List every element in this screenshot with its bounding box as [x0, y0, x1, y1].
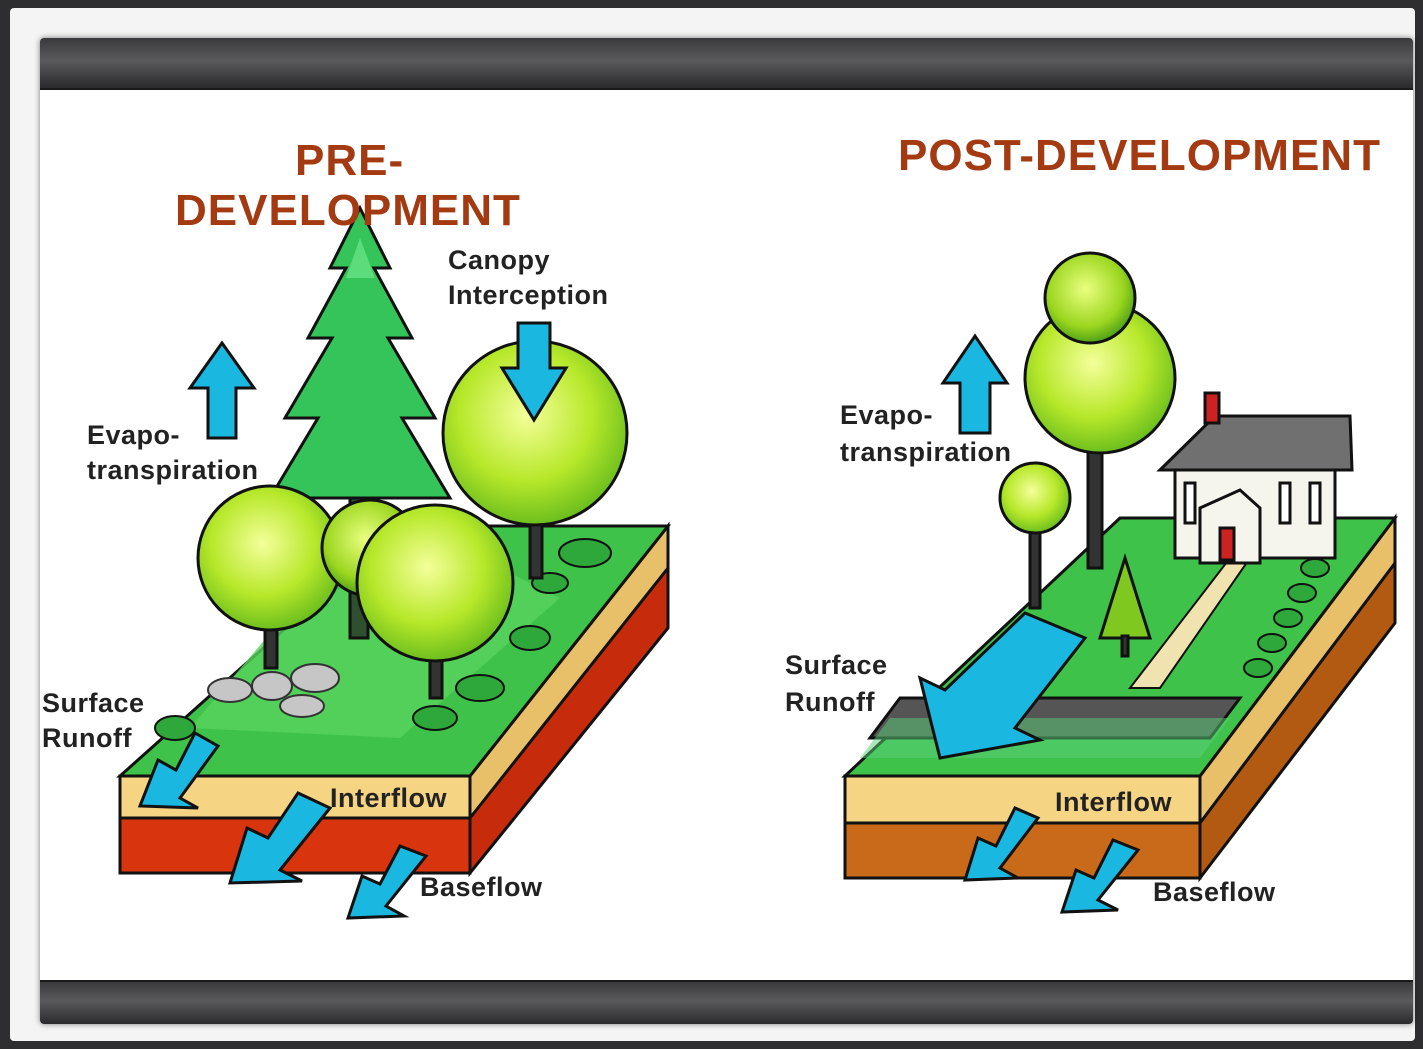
- post-arrows: [917, 333, 1141, 914]
- post-evapo-arrow-up: [940, 333, 1010, 435]
- post-runoff-label-line2: Runoff: [785, 687, 875, 717]
- evapo-arrow-up: [187, 340, 257, 440]
- post-development-landscape: [841, 251, 1399, 914]
- post-runoff-label-line1: Surface: [785, 650, 888, 680]
- canopy-arrow-down: [499, 321, 569, 423]
- pre-baseflow-label: Baseflow: [420, 872, 543, 902]
- canopy-label-line1: Canopy: [448, 245, 551, 275]
- top-bar-divider: [40, 88, 1413, 90]
- pre-runoff-label-line2: Runoff: [42, 723, 132, 753]
- pre-evapo-label-line1: Evapo-: [87, 420, 181, 450]
- post-baseflow-label: Baseflow: [1153, 877, 1276, 907]
- bottom-bar-divider: [40, 980, 1413, 982]
- slide-top-bar: [40, 38, 1413, 88]
- hedge: [1243, 558, 1330, 678]
- hydrology-illustration: [116, 204, 1399, 920]
- rocks: [207, 663, 340, 718]
- pre-title-line1: PRE-: [295, 136, 405, 185]
- post-baseflow-arrow: [1059, 838, 1141, 914]
- pre-development-landscape: [116, 204, 672, 920]
- pre-evapo-label-line2: transpiration: [87, 455, 259, 485]
- deciduous-trees: [196, 339, 629, 700]
- post-runoff-arrow: [917, 611, 1088, 760]
- pre-interflow-label: Interflow: [330, 783, 447, 813]
- pre-arrows: [137, 321, 569, 920]
- post-evapo-label-line2: transpiration: [840, 437, 1012, 467]
- slide: PRE- DEVELOPMENT Canopy Interception Eva…: [40, 38, 1413, 1024]
- post-title: POST-DEVELOPMENT: [898, 131, 1381, 180]
- pre-runoff-label-line1: Surface: [42, 688, 145, 718]
- post-trees: [998, 251, 1177, 658]
- runoff-arrow: [137, 730, 221, 810]
- canopy-label-line2: Interception: [448, 280, 609, 310]
- post-evapo-label-line1: Evapo-: [840, 400, 934, 430]
- house: [1156, 391, 1354, 565]
- post-interflow-label: Interflow: [1055, 787, 1172, 817]
- interflow-arrow: [227, 791, 333, 885]
- baseflow-arrow: [345, 844, 429, 920]
- post-interflow-arrow: [962, 806, 1041, 882]
- shrubs: [154, 538, 612, 741]
- pre-title-line2: DEVELOPMENT: [175, 186, 521, 235]
- slide-bottom-bar: [40, 982, 1413, 1024]
